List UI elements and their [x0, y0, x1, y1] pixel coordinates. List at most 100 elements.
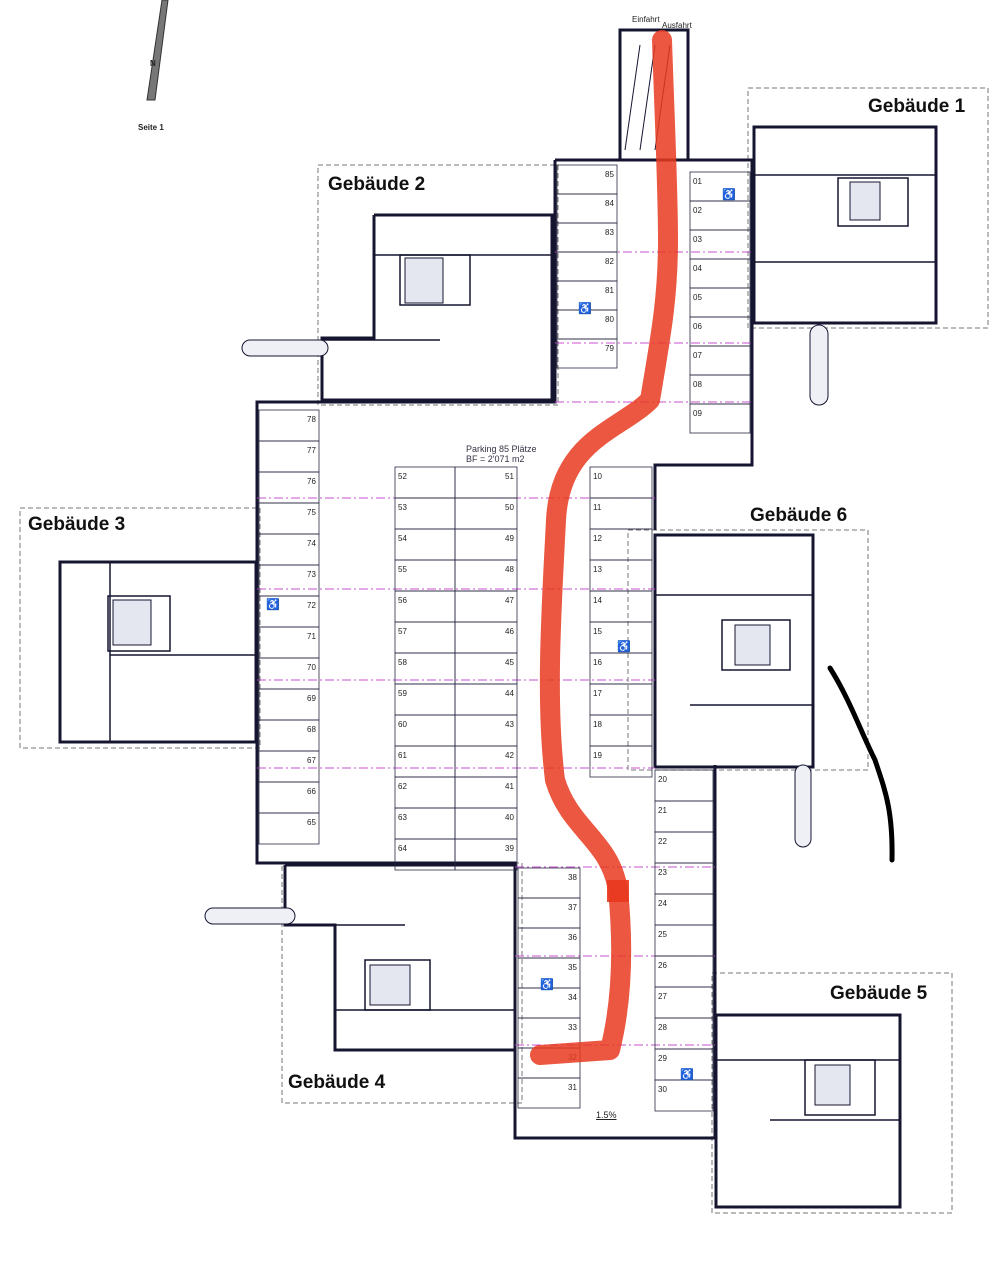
parking-number-58: 58 [398, 658, 407, 667]
exit-stair-g1 [809, 324, 829, 406]
parking-number-36: 36 [568, 933, 577, 942]
parking-number-42: 42 [505, 751, 514, 760]
accessible-icon: ♿ [540, 979, 554, 991]
parking-number-21: 21 [658, 806, 667, 815]
parking-number-23: 23 [658, 868, 667, 877]
gebaeude-4-walls [283, 863, 517, 1052]
boundary-gebaeude-6 [627, 529, 869, 771]
parking-area: BF = 2'071 m2 [466, 454, 525, 464]
parking-number-24: 24 [658, 899, 667, 908]
exit-stair-g4 [204, 907, 296, 925]
parking-number-60: 60 [398, 720, 407, 729]
north-arrow-icon: N [146, 0, 169, 101]
accessible-icon: ♿ [680, 1069, 694, 1081]
stair-icon [112, 599, 152, 646]
page-label: Seite 1 [138, 123, 164, 132]
parking-number-39: 39 [505, 844, 514, 853]
parking-number-81: 81 [605, 286, 614, 295]
accessible-icon: ♿ [722, 189, 736, 201]
label-gebaeude-2: Gebäude 2 [328, 174, 426, 195]
parking-spot-30 [654, 1079, 714, 1112]
parking-info: Parking 85 Plätze BF = 2'071 m2 [466, 444, 537, 464]
north-letter: N [150, 59, 156, 68]
parking-number-43: 43 [505, 720, 514, 729]
accessible-icon: ♿ [266, 599, 280, 611]
parking-number-67: 67 [307, 756, 316, 765]
stair-icons [112, 181, 881, 1106]
parking-number-02: 02 [693, 206, 702, 215]
label-gebaeude-4: Gebäude 4 [288, 1072, 386, 1093]
parking-number-53: 53 [398, 503, 407, 512]
route-marker [607, 880, 629, 902]
parking-number-51: 51 [505, 472, 514, 481]
boundary-gebaeude-2 [317, 164, 559, 406]
parking-number-61: 61 [398, 751, 407, 760]
gebaeude-2-walls [320, 213, 554, 402]
parking-spot-39 [454, 838, 518, 871]
parking-number-79: 79 [605, 344, 614, 353]
parking-number-31: 31 [568, 1083, 577, 1092]
parking-number-14: 14 [593, 596, 602, 605]
parking-number-10: 10 [593, 472, 602, 481]
stair-icon [404, 257, 444, 304]
label-gebaeude-6: Gebäude 6 [750, 505, 848, 526]
parking-number-33: 33 [568, 1023, 577, 1032]
parking-number-22: 22 [658, 837, 667, 846]
parking-number-05: 05 [693, 293, 702, 302]
parking-number-52: 52 [398, 472, 407, 481]
parking-number-45: 45 [505, 658, 514, 667]
parking-spot-19 [589, 745, 653, 778]
parking-number-11: 11 [593, 503, 602, 512]
parking-spots: 8584838281807901020304050607080978777675… [258, 164, 751, 1112]
gebaeude-3-walls [58, 560, 258, 744]
parking-number-74: 74 [307, 539, 316, 548]
building-boundaries [19, 87, 989, 1214]
parking-number-35: 35 [568, 963, 577, 972]
gebaeude-1-walls [752, 125, 938, 325]
parking-number-06: 06 [693, 322, 702, 331]
parking-number-28: 28 [658, 1023, 667, 1032]
parking-number-76: 76 [307, 477, 316, 486]
parking-number-44: 44 [505, 689, 514, 698]
parking-number-85: 85 [605, 170, 614, 179]
parking-number-72: 72 [307, 601, 316, 610]
parking-number-09: 09 [693, 409, 702, 418]
parking-number-27: 27 [658, 992, 667, 1001]
exit-stair-g6 [794, 764, 812, 848]
parking-number-19: 19 [593, 751, 602, 760]
parking-number-29: 29 [658, 1054, 667, 1063]
parking-number-49: 49 [505, 534, 514, 543]
boundary-gebaeude-5 [711, 972, 953, 1214]
exit-stair-g2 [241, 339, 329, 357]
parking-number-62: 62 [398, 782, 407, 791]
parking-number-71: 71 [307, 632, 316, 641]
parking-number-12: 12 [593, 534, 602, 543]
parking-number-16: 16 [593, 658, 602, 667]
parking-number-18: 18 [593, 720, 602, 729]
parking-number-63: 63 [398, 813, 407, 822]
parking-number-55: 55 [398, 565, 407, 574]
parking-number-34: 34 [568, 993, 577, 1002]
accessible-icon: ♿ [578, 303, 592, 315]
parking-number-57: 57 [398, 627, 407, 636]
parking-spot-31 [517, 1077, 581, 1109]
parking-number-20: 20 [658, 775, 667, 784]
parking-number-70: 70 [307, 663, 316, 672]
parking-number-13: 13 [593, 565, 602, 574]
label-gebaeude-5: Gebäude 5 [830, 983, 928, 1004]
gebaeude-6-walls [653, 533, 815, 769]
highlighted-route [530, 30, 678, 1065]
parking-number-84: 84 [605, 199, 614, 208]
parking-number-80: 80 [605, 315, 614, 324]
parking-number-07: 07 [693, 351, 702, 360]
parking-number-01: 01 [693, 177, 702, 186]
parking-number-08: 08 [693, 380, 702, 389]
accessible-icon: ♿ [617, 641, 631, 653]
parking-number-75: 75 [307, 508, 316, 517]
parking-number-68: 68 [307, 725, 316, 734]
parking-number-78: 78 [307, 415, 316, 424]
slope-label: 1.5% [596, 1110, 617, 1120]
exit-label: Ausfahrt [662, 21, 693, 30]
stair-icon [369, 964, 411, 1006]
